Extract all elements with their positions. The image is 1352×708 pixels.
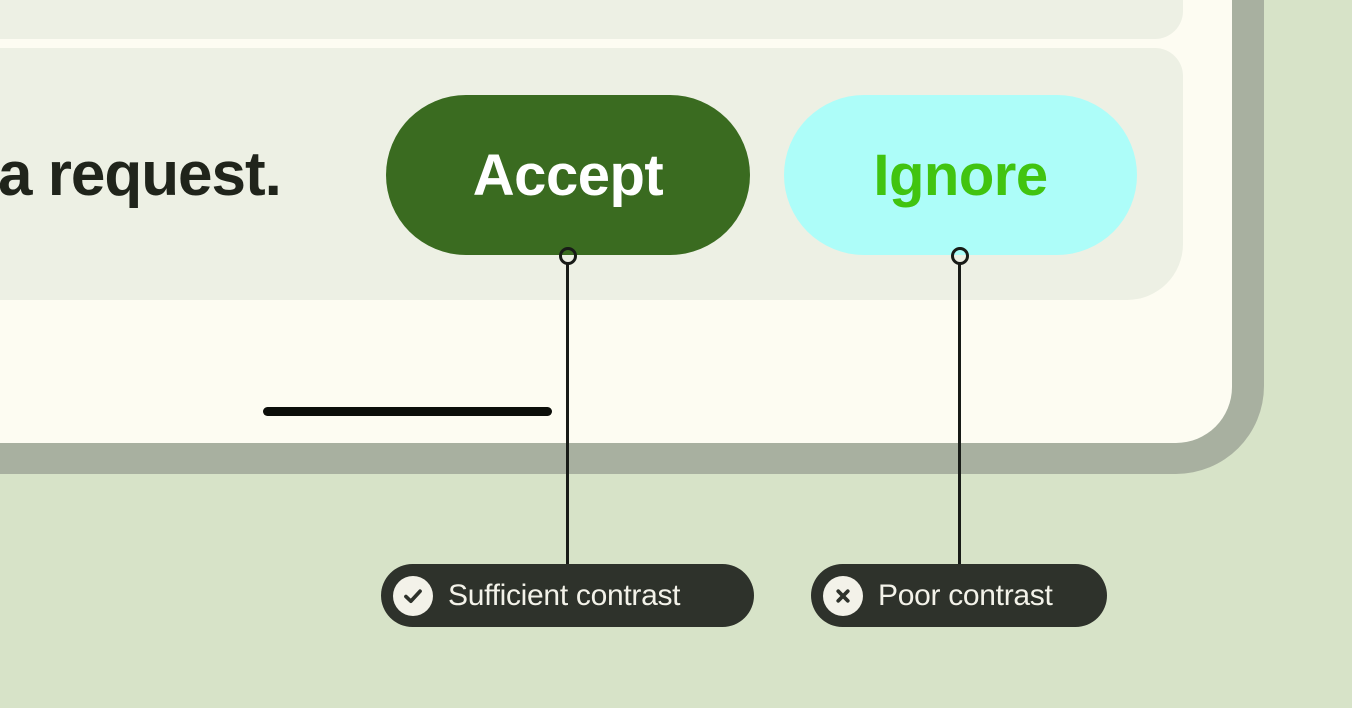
message-text-fragment: a request. [0,140,282,209]
callout-anchor-dot-accept [559,247,577,265]
annotation-chip-poor-contrast: Poor contrast [811,564,1107,627]
accept-button[interactable]: Accept [386,95,750,255]
text-placeholder-bar [263,407,552,416]
message-card-partial [0,0,1183,39]
annotation-label: Poor contrast [878,578,1053,612]
callout-anchor-dot-ignore [951,247,969,265]
annotation-chip-sufficient-contrast: Sufficient contrast [381,564,754,627]
x-circle-icon [823,575,863,616]
annotation-label: Sufficient contrast [448,578,681,612]
check-circle-icon [393,575,433,616]
callout-line-accept [566,263,569,570]
ignore-button[interactable]: Ignore [784,95,1137,255]
callout-line-ignore [958,263,961,570]
